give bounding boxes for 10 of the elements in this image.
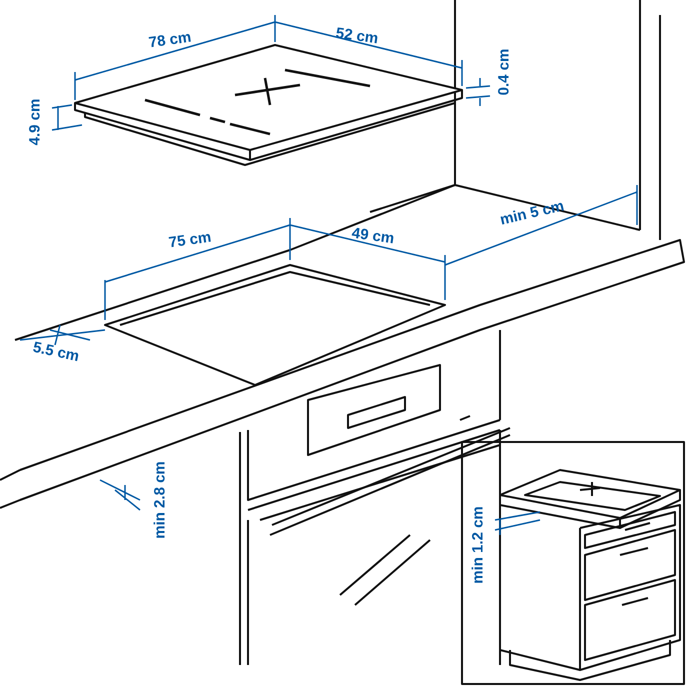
dimension-label: min 1.2 cm [470, 506, 486, 584]
dimension-label: 78 cm [148, 30, 192, 50]
dimension-label: 4.9 cm [28, 98, 42, 146]
dimension-label: min 5 cm [498, 198, 566, 228]
dimension-label: 5.5 cm [32, 340, 80, 364]
dimension-label: min 2.8 cm [152, 461, 168, 539]
dimension-label: 52 cm [334, 26, 380, 46]
dimension-label: 75 cm [168, 230, 212, 250]
dimension-label: 0.4 cm [496, 48, 512, 96]
dimension-label: 49 cm [350, 226, 396, 246]
